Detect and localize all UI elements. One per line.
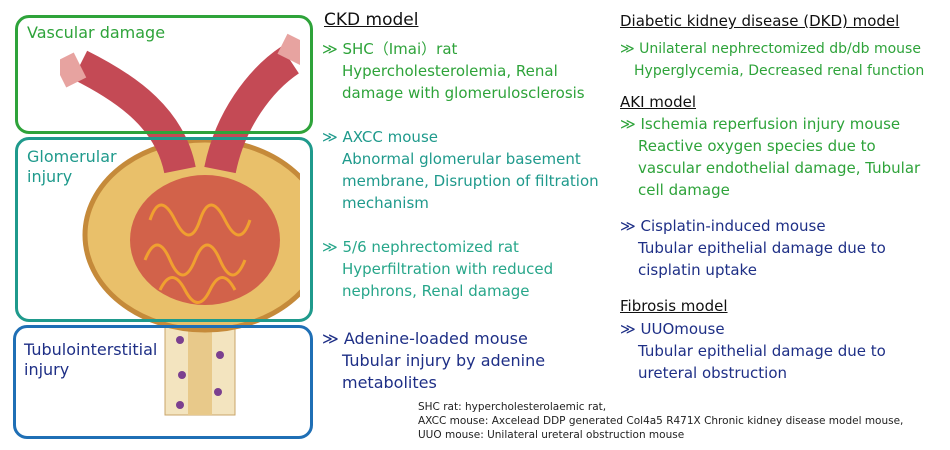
item-desc: Abnormal glomerular basement membrane, D… bbox=[342, 150, 599, 212]
tubulointerstitial-injury-label: Tubulointerstitial injury bbox=[24, 340, 158, 379]
chevron-icon: ≫ bbox=[322, 40, 338, 58]
item-name: Adenine-loaded mouse bbox=[343, 329, 528, 348]
chevron-icon: ≫ bbox=[620, 115, 636, 133]
item-desc: Hyperglycemia, Decreased renal function bbox=[634, 63, 925, 79]
chevron-icon: ≫ bbox=[322, 329, 339, 348]
item-desc: Tubular injury by adenine metabolites bbox=[342, 351, 546, 392]
vascular-damage-label: Vascular damage bbox=[27, 23, 166, 42]
chevron-icon: ≫ bbox=[620, 320, 636, 338]
item-desc: Tubular epithelial damage due to uretera… bbox=[638, 342, 886, 382]
chevron-icon: ≫ bbox=[620, 217, 636, 235]
chevron-icon: ≫ bbox=[322, 238, 338, 256]
glomerular-injury-label: Glomerular injury bbox=[27, 147, 117, 186]
item-desc: Tubular epithelial damage due to cisplat… bbox=[638, 239, 886, 279]
item-desc: Hypercholesterolemia, Renal damage with … bbox=[342, 62, 585, 102]
item-name: Cisplatin-induced mouse bbox=[640, 217, 826, 235]
item-name: 5/6 nephrectomized rat bbox=[342, 238, 519, 256]
aki-item: ≫ Ischemia reperfusion injury mouse Reac… bbox=[620, 113, 940, 201]
item-name: AXCC mouse bbox=[342, 128, 438, 146]
chevron-icon: ≫ bbox=[322, 128, 338, 146]
tubulointerstitial-injury-region bbox=[13, 325, 313, 439]
chevron-icon: ≫ bbox=[620, 41, 635, 57]
footnote: AXCC mouse: Axcelead DDP generated Col4a… bbox=[418, 415, 904, 427]
footnote: SHC rat: hypercholesterolaemic rat, bbox=[418, 401, 607, 413]
item-name: UUOmouse bbox=[640, 320, 725, 338]
ckd-item: ≫ Adenine-loaded mouse Tubular injury by… bbox=[322, 328, 612, 394]
glomerulus-illustration bbox=[60, 33, 300, 416]
dkd-heading: Diabetic kidney disease (DKD) model bbox=[620, 12, 900, 30]
aki-item: ≫ Cisplatin-induced mouse Tubular epithe… bbox=[620, 215, 920, 281]
dkd-item: ≫ Unilateral nephrectomized db/db mouse … bbox=[620, 38, 924, 82]
fibrosis-heading: Fibrosis model bbox=[620, 297, 728, 315]
glomerular-injury-region bbox=[15, 137, 313, 322]
ckd-item: ≫ AXCC mouse Abnormal glomerular basemen… bbox=[322, 126, 612, 236]
item-name: SHC（Imai）rat bbox=[342, 40, 458, 58]
item-desc: Reactive oxygen species due to vascular … bbox=[638, 137, 921, 199]
ckd-item: ≫ SHC（Imai）rat Hypercholesterolemia, Ren… bbox=[322, 38, 612, 126]
fibrosis-item: ≫ UUOmouse Tubular epithelial damage due… bbox=[620, 318, 920, 384]
ckd-heading: CKD model bbox=[324, 10, 419, 30]
item-name: Unilateral nephrectomized db/db mouse bbox=[639, 41, 921, 57]
footnote: UUO mouse: Unilateral ureteral obstructi… bbox=[418, 429, 685, 441]
footnotes: SHC rat: hypercholesterolaemic rat, AXCC… bbox=[418, 400, 903, 442]
vascular-damage-region bbox=[15, 15, 313, 134]
item-name: Ischemia reperfusion injury mouse bbox=[640, 115, 901, 133]
ckd-item: ≫ 5/6 nephrectomized rat Hyperfiltration… bbox=[322, 236, 612, 328]
aki-heading: AKI model bbox=[620, 93, 696, 111]
item-desc: Hyperfiltration with reduced nephrons, R… bbox=[342, 260, 554, 300]
